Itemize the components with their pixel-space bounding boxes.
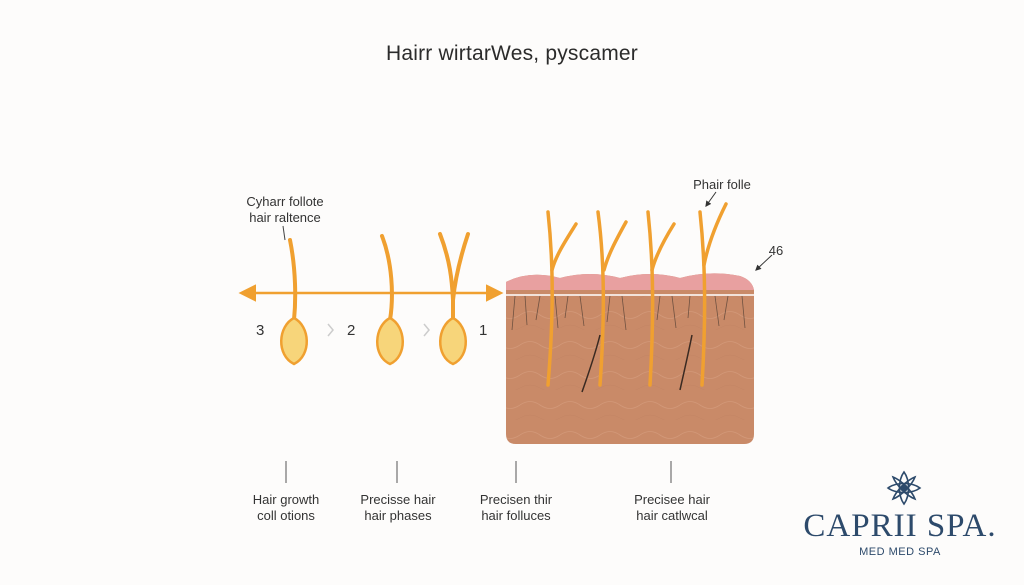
page-title: Hairr wirtarWes, pyscamer bbox=[386, 42, 638, 65]
follicle-stage-3 bbox=[280, 238, 308, 366]
bottom-label-growth: Hair growth coll otions bbox=[236, 492, 336, 524]
pointer-arrow bbox=[705, 191, 717, 207]
label-follicle-retention: Cyharr follote hair raltence bbox=[230, 194, 340, 226]
follicle-stage-2 bbox=[376, 234, 404, 366]
label-line: Phair folle bbox=[693, 177, 751, 192]
bottom-label-cycle: Precisee hair hair catlwcal bbox=[618, 492, 726, 524]
skin-cross-section bbox=[506, 273, 754, 444]
step-number-2: 2 bbox=[347, 322, 356, 339]
label-line: 46 bbox=[768, 243, 784, 258]
label-hair-follicle: Phair folle bbox=[680, 177, 764, 193]
label-line: Precisen thir bbox=[479, 492, 553, 507]
label-line: Hair growth bbox=[252, 492, 320, 507]
lotus-mandala-icon bbox=[886, 470, 922, 506]
chevron-right-icon bbox=[327, 323, 334, 337]
step-number-1: 1 bbox=[479, 322, 488, 339]
step-number-3: 3 bbox=[256, 322, 265, 339]
label-line: hair folluces bbox=[481, 508, 551, 523]
brand-tagline: MED MED SPA bbox=[859, 546, 941, 558]
label-line: hair phases bbox=[364, 508, 432, 523]
epidermis-layer bbox=[506, 273, 754, 290]
label-line: hair catlwcal bbox=[636, 508, 708, 523]
label-line: coll otions bbox=[257, 508, 315, 523]
chevron-right-icon bbox=[423, 323, 430, 337]
label-line: Cyharr follote bbox=[246, 194, 324, 209]
emerging-hairs bbox=[546, 202, 728, 387]
brand-name: CAPRII SPA. bbox=[803, 508, 997, 544]
bottom-label-phases: Precisse hair hair phases bbox=[345, 492, 451, 524]
pointer-arrow bbox=[755, 254, 773, 271]
label-marker: 46 bbox=[764, 243, 788, 259]
label-line: hair raltence bbox=[249, 210, 321, 225]
leader-line bbox=[282, 225, 286, 241]
brand-logo: CAPRII SPA. MED MED SPA bbox=[800, 470, 1000, 558]
bottom-label-follicles: Precisen thir hair folluces bbox=[463, 492, 569, 524]
label-line: Precisee hair bbox=[634, 492, 710, 507]
label-line: Precisse hair bbox=[360, 492, 436, 507]
follicle-stage-1 bbox=[438, 232, 470, 366]
